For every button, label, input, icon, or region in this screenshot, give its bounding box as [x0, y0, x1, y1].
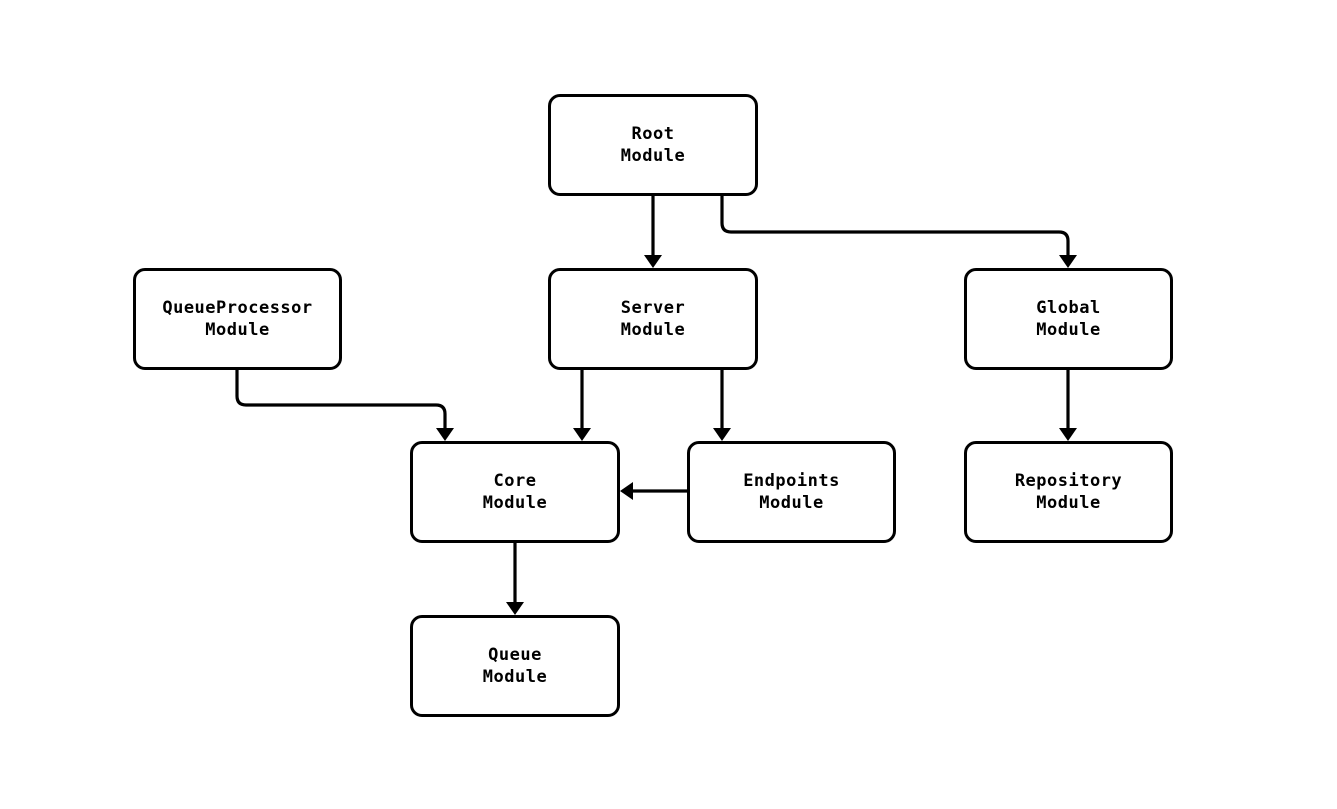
- arrowhead-icon: [1059, 255, 1077, 268]
- node-core[interactable]: Core Module: [410, 441, 620, 543]
- edge-line: [720, 196, 1070, 258]
- node-endpoints-line2: Module: [759, 493, 824, 513]
- node-global-line1: Global: [1036, 298, 1101, 318]
- node-repository-line1: Repository: [1014, 471, 1123, 491]
- node-queueprocessor-line1: QueueProcessor: [162, 298, 313, 318]
- arrowhead-icon: [713, 428, 731, 441]
- node-server-line1: Server: [620, 298, 686, 318]
- node-queue[interactable]: Queue Module: [410, 615, 620, 717]
- node-global-line2: Module: [1036, 320, 1101, 340]
- node-endpoints[interactable]: Endpoints Module: [687, 441, 896, 543]
- node-repository-line2: Module: [1036, 493, 1101, 513]
- edge-core-to-queue: [506, 543, 524, 615]
- arrowhead-icon: [620, 482, 633, 500]
- node-root-line2: Module: [620, 146, 686, 166]
- arrowhead-icon: [1059, 428, 1077, 441]
- arrowhead-icon: [436, 428, 454, 441]
- node-server-line2: Module: [620, 320, 686, 340]
- arrowhead-icon: [644, 255, 662, 268]
- node-queueprocessor[interactable]: QueueProcessor Module: [133, 268, 342, 370]
- node-queue-line1: Queue: [488, 645, 542, 665]
- node-repository[interactable]: Repository Module: [964, 441, 1173, 543]
- arrowhead-icon: [573, 428, 591, 441]
- node-root[interactable]: Root Module: [548, 94, 758, 196]
- edge-server-to-core: [573, 370, 591, 441]
- node-queueprocessor-line2: Module: [205, 320, 270, 340]
- arrowhead-icon: [506, 602, 524, 615]
- node-queue-line2: Module: [482, 667, 548, 687]
- node-core-line2: Module: [482, 493, 548, 513]
- edge-server-to-endpoints: [713, 370, 731, 441]
- node-global[interactable]: Global Module: [964, 268, 1173, 370]
- node-core-line1: Core: [493, 471, 537, 491]
- edge-queueprocessor-to-core: [235, 370, 454, 441]
- edge-global-to-repository: [1059, 370, 1077, 441]
- edge-root-to-global: [720, 196, 1077, 268]
- edge-endpoints-to-core: [620, 482, 687, 500]
- edge-root-to-server: [644, 196, 662, 268]
- node-root-line1: Root: [631, 124, 675, 144]
- edge-line: [235, 370, 447, 431]
- node-server[interactable]: Server Module: [548, 268, 758, 370]
- node-endpoints-line1: Endpoints: [743, 471, 840, 491]
